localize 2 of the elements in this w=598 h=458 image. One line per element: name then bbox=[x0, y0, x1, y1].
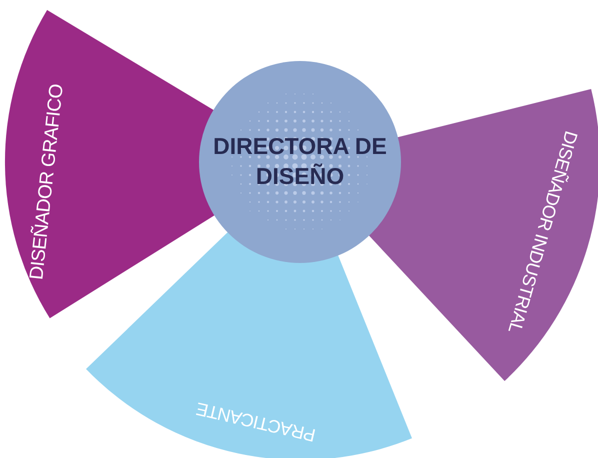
center-title: DIRECTORA DE DISEÑO bbox=[212, 132, 388, 191]
segment-label: DISEÑADOR GRAFICO bbox=[27, 83, 67, 281]
